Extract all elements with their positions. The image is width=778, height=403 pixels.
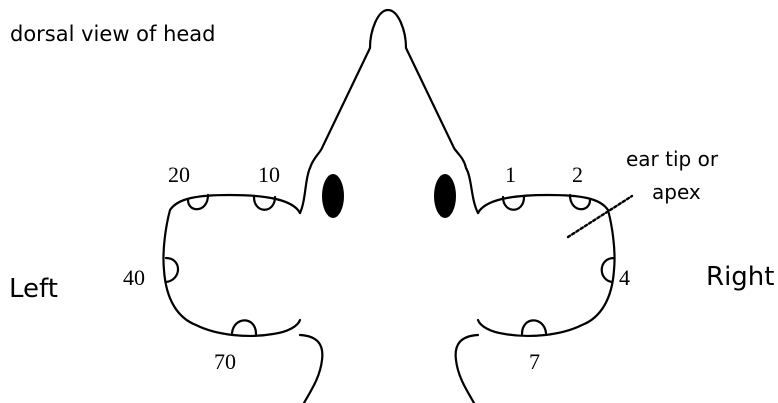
notch-label-10: 10: [258, 162, 280, 187]
neck-right-outline: [456, 335, 478, 403]
notch-left-tip: [166, 258, 178, 282]
notch-label-4: 4: [619, 265, 630, 290]
left-ear-outline: [163, 195, 300, 336]
notch-label-1: 1: [505, 162, 516, 187]
side-label-right: Right: [706, 262, 774, 292]
notch-left-bottom: [232, 320, 256, 334]
apex-annotation-line2: apex: [652, 180, 701, 204]
notch-label-40: 40: [123, 265, 145, 290]
notch-label-7: 7: [529, 349, 540, 374]
left-eye: [322, 174, 344, 218]
notch-label-70: 70: [214, 349, 236, 374]
right-eye: [434, 174, 456, 218]
side-label-left: Left: [9, 274, 58, 304]
neck-left-outline: [300, 335, 322, 403]
notch-right-bottom: [522, 320, 546, 334]
right-ear-outline: [478, 195, 615, 336]
notch-label-2: 2: [572, 162, 583, 187]
apex-annotation-line1: ear tip or: [626, 147, 719, 171]
notch-label-20: 20: [168, 162, 190, 187]
diagram-title: dorsal view of head: [10, 22, 216, 46]
